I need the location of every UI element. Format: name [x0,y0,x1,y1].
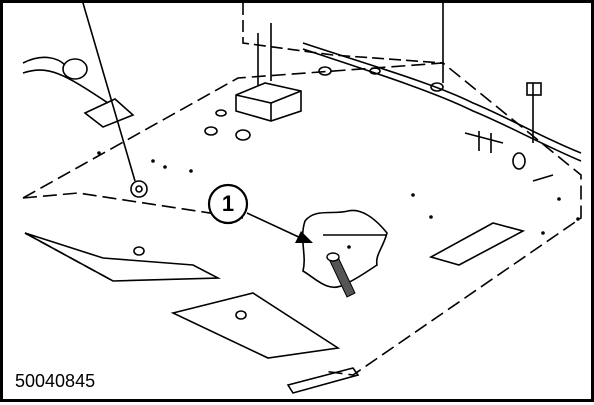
bottom-strip [286,367,360,394]
floor-plate-front-edge [22,192,244,219]
left-lower-flap [24,232,222,282]
wire-harness [302,42,582,154]
floor-plate-outline [22,62,582,376]
callout-number: 1 [221,191,235,216]
callout-arrowhead [295,231,313,243]
switch-bracket [83,98,135,128]
figure-id: 50040845 [15,371,96,391]
callout-leader [246,212,304,240]
connector-block [235,82,302,122]
rect-cutout [428,222,526,266]
floor-panel-illustration [22,3,582,394]
ground-strap [326,252,356,298]
bottom-center-flap [170,292,341,359]
detail-inset [301,209,388,288]
grommet [130,180,148,198]
back-panel-edge [242,3,444,64]
callout-circle [207,183,249,225]
